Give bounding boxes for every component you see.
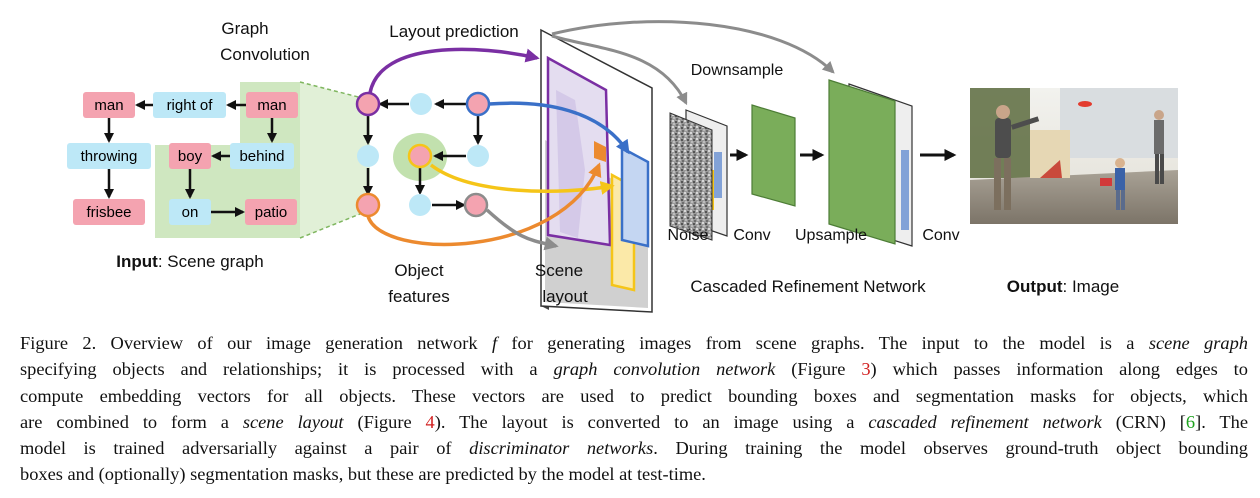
label-graph: Graph bbox=[221, 19, 268, 38]
node-behind bbox=[230, 143, 294, 169]
label-upsample: Upsample bbox=[795, 227, 867, 244]
noise-block bbox=[669, 109, 728, 241]
node-throwing-label: throwing bbox=[81, 148, 138, 165]
feature-node bbox=[410, 93, 432, 115]
node-man-2-label: man bbox=[257, 97, 286, 114]
gconv-zoom-wedge bbox=[300, 82, 370, 238]
layout-mask-man-2 bbox=[620, 145, 650, 248]
label-object: Object bbox=[394, 261, 443, 280]
caption-line-3: compute embedding vectors for all object… bbox=[20, 385, 1248, 406]
node-frisbee bbox=[73, 199, 145, 225]
citation-ref-6[interactable]: 6 bbox=[1185, 411, 1196, 432]
label-scene: Scene bbox=[535, 261, 583, 280]
caption-line-4: are combined to form a scene layout (Fig… bbox=[20, 411, 1248, 432]
feature-node bbox=[355, 192, 381, 218]
node-throwing bbox=[67, 143, 151, 169]
node-boy-label: boy bbox=[178, 148, 203, 165]
caption-line-1: Figure 2. Overview of our image generati… bbox=[20, 333, 1248, 353]
caption-line-5: model is trained adversarially against a… bbox=[20, 438, 1249, 459]
label-layout: layout bbox=[542, 287, 588, 306]
label-downsample: Downsample bbox=[691, 62, 784, 79]
caption-line-6: boxes and (optionally) segmentation mask… bbox=[20, 464, 706, 485]
output-image bbox=[970, 88, 1178, 224]
gconv-graph bbox=[355, 91, 491, 218]
label-output: Output: Image bbox=[1007, 277, 1119, 296]
node-patio-label: patio bbox=[255, 204, 288, 221]
feature-node bbox=[357, 145, 379, 167]
node-right-of bbox=[153, 92, 226, 118]
label-conv-1: Conv bbox=[733, 227, 770, 244]
node-on-label: on bbox=[182, 204, 199, 221]
node-boy bbox=[169, 143, 211, 169]
label-crn: Cascaded Refinement Network bbox=[690, 277, 926, 296]
conv-block-1 bbox=[751, 104, 796, 207]
feature-node bbox=[409, 194, 431, 216]
node-man-1 bbox=[83, 92, 135, 118]
feature-node bbox=[407, 143, 433, 169]
node-man-1-label: man bbox=[94, 97, 123, 114]
overview-figure: man right of man throwing boy behind fri… bbox=[67, 19, 1178, 313]
label-features: features bbox=[388, 287, 449, 306]
node-patio bbox=[245, 199, 297, 225]
figure-ref-4[interactable]: 4 bbox=[425, 411, 435, 432]
feature-node bbox=[355, 91, 381, 117]
label-input: Input: Scene graph bbox=[116, 252, 263, 271]
node-right-of-label: right of bbox=[167, 97, 214, 114]
layout-mask-frisbee bbox=[594, 141, 606, 162]
label-noise: Noise bbox=[668, 227, 709, 244]
figure-ref-3[interactable]: 3 bbox=[861, 359, 871, 380]
upsample-block bbox=[828, 79, 913, 247]
label-conv-2: Conv bbox=[922, 227, 959, 244]
label-convolution: Convolution bbox=[220, 45, 310, 64]
input-scene-graph: man right of man throwing boy behind fri… bbox=[67, 92, 298, 225]
node-behind-label: behind bbox=[239, 148, 284, 165]
node-on bbox=[169, 199, 211, 225]
feature-node bbox=[465, 91, 491, 117]
node-frisbee-label: frisbee bbox=[86, 204, 131, 221]
feature-node bbox=[467, 145, 489, 167]
figure-caption: Figure 2. Overview of our image generati… bbox=[20, 330, 1248, 488]
node-man-2 bbox=[246, 92, 298, 118]
label-layout-prediction: Layout prediction bbox=[389, 22, 518, 41]
feature-node bbox=[463, 192, 489, 218]
caption-line-2: specifying objects and relationships; it… bbox=[20, 359, 1248, 380]
